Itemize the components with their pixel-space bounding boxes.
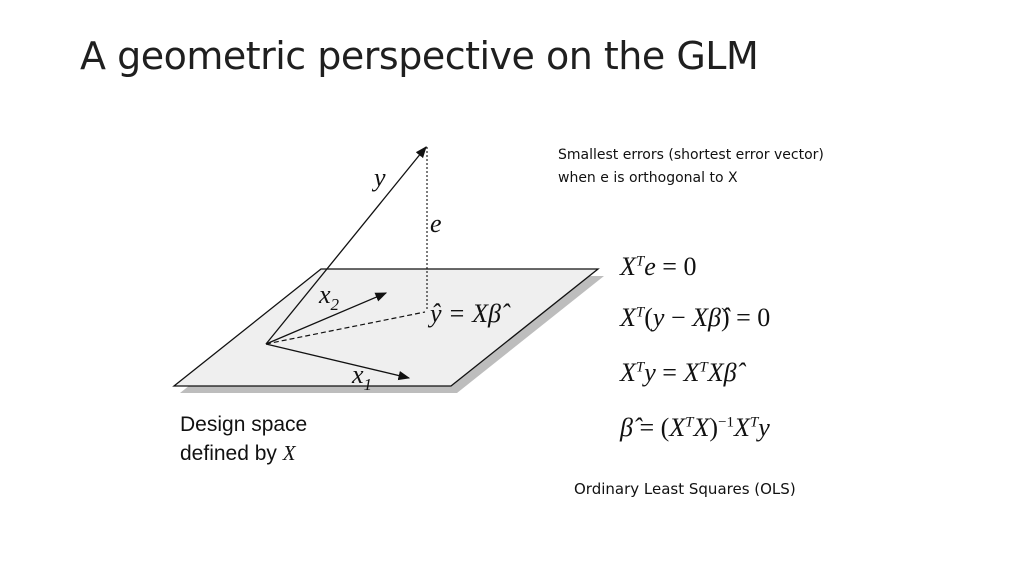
ols-label: Ordinary Least Squares (OLS) [574, 480, 796, 498]
label-e: e [430, 209, 442, 238]
note-line-2: when e is orthogonal to X [558, 170, 738, 186]
label-x2: x2 [318, 280, 340, 314]
orthogonality-note: Smallest errors (shortest error vector) … [558, 144, 824, 190]
caption-line-1: Design space [180, 413, 308, 436]
caption-variable: X [282, 441, 296, 465]
label-yhat: ŷ = Xβ̂ [427, 299, 511, 328]
equation-1: XTe = 0 [620, 252, 697, 281]
design-space-caption: Design space defined by X [180, 410, 307, 468]
equation-4: β̂ = (XTX)−1XTy [620, 413, 770, 442]
equation-2: XT(y − Xβ̂) = 0 [620, 303, 771, 332]
design-plane [172, 268, 600, 387]
slide-title: A geometric perspective on the GLM [80, 34, 759, 78]
yhat-projection [265, 311, 426, 345]
note-line-1: Smallest errors (shortest error vector) [558, 147, 824, 163]
label-y: y [371, 163, 386, 192]
equation-3: XTy = XTXβ̂ [620, 358, 737, 387]
y-vector [265, 146, 427, 345]
x1-vector [265, 343, 411, 381]
x2-vector [265, 292, 388, 345]
caption-line-2: defined by X [180, 441, 296, 465]
label-x1: x1 [351, 360, 372, 394]
